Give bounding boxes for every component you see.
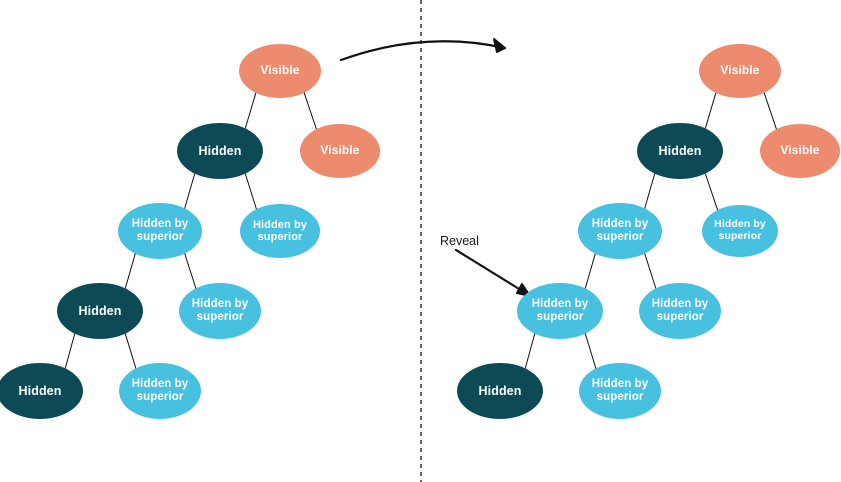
tree-node-label: Hidden: [198, 144, 242, 158]
curved-transition-arrow-shaft: [339, 40, 507, 62]
tree-edge: [643, 172, 656, 210]
tree-node-visible[interactable]: Visible: [760, 124, 840, 178]
tree-edge: [244, 172, 258, 211]
tree-edge: [303, 91, 318, 131]
tree-node-hidden-by-superior[interactable]: Hidden by superior: [639, 283, 721, 339]
reveal-label: Reveal: [440, 234, 479, 248]
tree-node-visible[interactable]: Visible: [300, 124, 380, 178]
tree-node-hidden[interactable]: Hidden: [177, 123, 263, 179]
tree-node-hidden[interactable]: Hidden: [0, 363, 83, 419]
tree-node-hidden-by-superior[interactable]: Hidden by superior: [517, 283, 603, 339]
tree-node-label: Visible: [260, 63, 300, 78]
tree-edge: [64, 332, 76, 370]
tree-node-hidden-by-superior[interactable]: Hidden by superior: [118, 203, 202, 259]
tree-node-hidden-by-superior[interactable]: Hidden by superior: [578, 203, 662, 259]
tree-node-visible[interactable]: Visible: [239, 44, 321, 98]
tree-node-visible[interactable]: Visible: [699, 44, 781, 98]
tree-node-hidden[interactable]: Hidden: [457, 363, 543, 419]
tree-node-label: Hidden: [78, 304, 122, 318]
tree-node-label: Hidden by superior: [651, 298, 709, 323]
tree-node-label: Hidden by superior: [252, 218, 308, 243]
tree-node-hidden-by-superior[interactable]: Hidden by superior: [702, 205, 778, 257]
tree-edge: [524, 332, 536, 370]
tree-edge: [704, 91, 717, 130]
tree-edges: [64, 91, 778, 370]
annotation-arrows: [339, 38, 531, 297]
tree-edge: [124, 252, 137, 290]
tree-node-hidden-by-superior[interactable]: Hidden by superior: [240, 204, 320, 258]
tree-node-label: Hidden: [478, 384, 522, 398]
tree-edge: [584, 252, 597, 290]
tree-node-hidden[interactable]: Hidden: [57, 283, 143, 339]
tree-node-hidden-by-superior[interactable]: Hidden by superior: [179, 283, 261, 339]
tree-node-label: Hidden by superior: [714, 218, 766, 242]
tree-node-label: Hidden: [658, 144, 702, 158]
curved-transition-arrow-head: [493, 38, 506, 53]
tree-node-hidden-by-superior[interactable]: Hidden by superior: [119, 363, 201, 419]
tree-node-label: Hidden by superior: [591, 218, 649, 243]
tree-node-label: Hidden: [18, 384, 62, 398]
tree-node-label: Visible: [720, 63, 760, 78]
tree-edge: [124, 332, 137, 370]
tree-node-label: Visible: [780, 143, 820, 158]
tree-edge: [244, 91, 257, 130]
tree-node-label: Hidden by superior: [131, 378, 189, 403]
tree-node-label: Hidden by superior: [191, 298, 249, 323]
tree-node-hidden-by-superior[interactable]: Hidden by superior: [579, 363, 661, 419]
tree-edge: [704, 172, 719, 211]
tree-edge: [763, 91, 778, 131]
tree-edge: [183, 172, 196, 210]
tree-node-label: Visible: [320, 143, 360, 158]
tree-node-label: Hidden by superior: [131, 218, 189, 243]
tree-edge: [183, 252, 197, 290]
tree-edge: [584, 332, 597, 370]
tree-node-label: Hidden by superior: [591, 378, 649, 403]
tree-node-label: Hidden by superior: [531, 298, 589, 323]
tree-edge: [643, 252, 657, 290]
reveal-pointer-arrow-shaft: [454, 248, 526, 294]
tree-node-hidden[interactable]: Hidden: [637, 123, 723, 179]
